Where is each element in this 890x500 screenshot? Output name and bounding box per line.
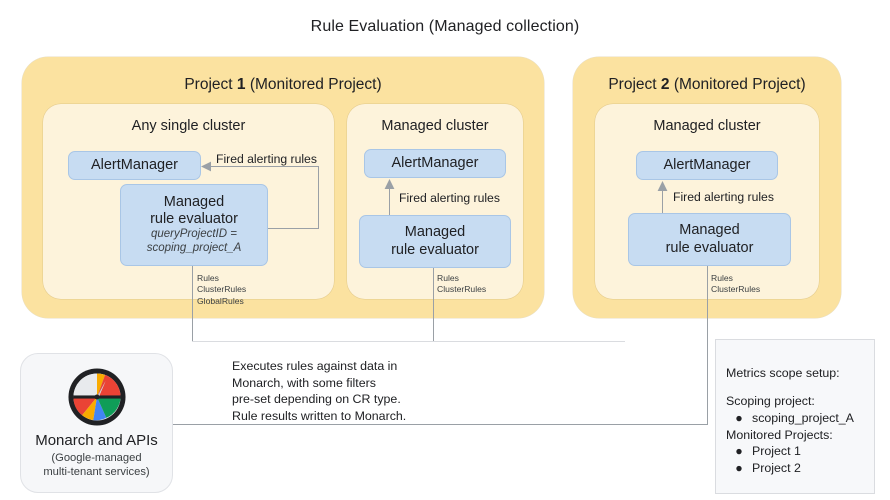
fired-alerting-rules-arrow-p1-managed xyxy=(389,186,390,215)
rule-evaluator-cluster-a-line2: rule evaluator xyxy=(150,211,238,228)
rules-list-p2-managed: Rules ClusterRules xyxy=(711,273,760,296)
alertmanager-cluster-a-label: AlertManager xyxy=(90,156,179,173)
alertmanager-p2-managed-label: AlertManager xyxy=(663,156,751,173)
rule-evaluator-cluster-a[interactable]: Managed rule evaluator queryProjectID = … xyxy=(120,184,268,266)
bullet-dot-icon: ● xyxy=(735,444,743,459)
rules-bus-line xyxy=(173,424,708,425)
cluster-p1-managed-cluster-title: Managed cluster xyxy=(381,118,489,134)
rule-evaluator-p2-managed-line2: rule evaluator xyxy=(665,239,754,256)
note-panel xyxy=(192,341,625,424)
rules-item-p1m-0: Rules xyxy=(437,273,459,283)
rule-evaluator-cluster-a-scoping-project: scoping_project_A xyxy=(146,242,242,255)
monarch-gauge-logo-icon xyxy=(67,368,126,426)
metrics-scope-heading: Metrics scope setup: xyxy=(726,366,840,380)
scoping-project-item: ● scoping_project_A xyxy=(726,410,876,427)
project-1-title-suffix: (Monitored Project) xyxy=(245,76,382,93)
project-1-title-prefix: Project xyxy=(184,76,237,93)
monarch-title: Monarch and APIs xyxy=(35,432,158,449)
rules-item-a-1: ClusterRules xyxy=(197,284,247,295)
project-2-number: 2 xyxy=(660,76,670,93)
fired-alerting-rules-label-p1-managed: Fired alerting rules xyxy=(399,191,500,205)
alertmanager-cluster-a[interactable]: AlertManager xyxy=(68,151,201,180)
fired-alerting-rules-arrow-a-segment-top xyxy=(209,166,319,167)
project-1-number: 1 xyxy=(236,76,246,93)
alertmanager-p1-managed-label: AlertManager xyxy=(391,154,479,171)
fired-alerting-rules-arrow-a-segment-bottom xyxy=(268,228,319,229)
note-text: Executes rules against data in Monarch, … xyxy=(232,359,407,423)
note-panel-top-border xyxy=(192,341,625,342)
rules-bus-line-to-monarch xyxy=(173,424,174,425)
bullet-dot-icon: ● xyxy=(735,461,743,476)
rules-item-a-0: Rules xyxy=(197,273,219,283)
project-2-title-prefix: Project xyxy=(608,76,661,93)
rule-evaluator-p1-managed-line1: Managed xyxy=(404,224,466,241)
metrics-scope-content: Metrics scope setup: Scoping project: ● … xyxy=(726,365,876,477)
fired-alerting-rules-arrowhead-p1-managed xyxy=(384,179,395,189)
alertmanager-p1-managed[interactable]: AlertManager xyxy=(364,149,506,178)
project-2-title: Project 2 (Monitored Project) xyxy=(573,76,841,94)
monitored-project-item-1: ● Project 1 xyxy=(726,443,876,460)
fired-alerting-rules-arrow-p2-managed xyxy=(662,188,663,213)
monitored-projects-label: Monitored Projects: xyxy=(726,427,833,442)
rule-evaluator-cluster-a-query-project-id: queryProjectID = xyxy=(151,228,237,241)
metrics-scope-spacer xyxy=(726,382,876,393)
scoping-project-label: Scoping project: xyxy=(726,393,815,408)
fired-alerting-rules-label-p2-managed: Fired alerting rules xyxy=(673,190,774,204)
rules-item-p1m-1: ClusterRules xyxy=(437,284,487,295)
monitored-project-item-2: ● Project 2 xyxy=(726,460,876,477)
rules-connector-p2-managed xyxy=(707,266,708,425)
rule-evaluator-p2-managed[interactable]: Managed rule evaluator xyxy=(628,213,791,266)
rules-item-p2m-1: ClusterRules xyxy=(711,284,761,295)
rule-evaluator-p1-managed[interactable]: Managed rule evaluator xyxy=(359,215,511,268)
rules-item-p2m-0: Rules xyxy=(711,273,733,283)
rules-list-cluster-a: Rules ClusterRules GlobalRules xyxy=(197,273,246,307)
rule-evaluator-p1-managed-line2: rule evaluator xyxy=(391,241,479,258)
rule-evaluator-p2-managed-line1: Managed xyxy=(679,222,740,239)
metrics-scope-panel xyxy=(715,339,875,494)
project-1-title: Project 1 (Monitored Project) xyxy=(22,76,544,94)
project-2-title-suffix: (Monitored Project) xyxy=(669,76,806,93)
monarch-and-apis-box[interactable]: Monarch and APIs (Google-managed multi-t… xyxy=(20,353,173,493)
scoping-project-value: scoping_project_A xyxy=(752,410,854,425)
monarch-subtitle: (Google-managed multi-tenant services) xyxy=(43,452,150,478)
rules-list-p1-managed: Rules ClusterRules xyxy=(437,273,486,296)
fired-alerting-rules-arrowhead-p2-managed xyxy=(657,181,668,191)
page-title: Rule Evaluation (Managed collection) xyxy=(310,18,580,35)
monitored-project-2-value: Project 2 xyxy=(752,461,801,476)
cluster-p2-managed-cluster-title: Managed cluster xyxy=(653,118,761,134)
cluster-any-single-cluster-title: Any single cluster xyxy=(131,118,246,134)
fired-alerting-rules-arrow-a-segment-right xyxy=(318,166,319,229)
rule-evaluator-cluster-a-line1: Managed xyxy=(163,194,225,211)
alertmanager-p2-managed[interactable]: AlertManager xyxy=(636,151,778,180)
bullet-dot-icon: ● xyxy=(735,410,743,425)
rules-item-a-2: GlobalRules xyxy=(197,295,244,306)
monitored-project-1-value: Project 1 xyxy=(752,444,801,459)
fired-alerting-rules-label-a: Fired alerting rules xyxy=(216,152,317,166)
fired-alerting-rules-arrowhead-a xyxy=(201,161,211,172)
